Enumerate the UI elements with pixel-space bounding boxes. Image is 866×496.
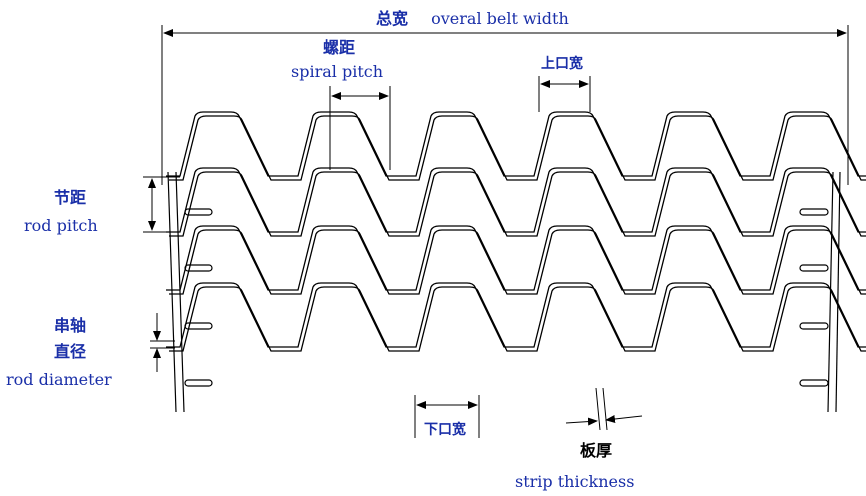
rod-pitch-label-cn: 节距 [54, 188, 87, 207]
belt-edge-1 [167, 171, 177, 413]
rod-end-2-right [799, 264, 829, 272]
rod-end-4-left [184, 379, 213, 387]
rod-diameter-dimension [150, 313, 175, 372]
spiral-pitch-label-cn: 螺距 [323, 38, 356, 57]
belt-edge-4 [835, 171, 841, 413]
strip-thickness-label-cn: 板厚 [580, 441, 613, 460]
belt-row-2-strip-1 [166, 167, 866, 233]
belt-row-1-strip-2 [169, 115, 866, 181]
belt-row-1-strip-1 [166, 111, 866, 177]
rod-end-4-right [799, 379, 829, 387]
belt-row-2-strip-2 [169, 171, 866, 237]
overall-width-dimension [161, 25, 849, 185]
rod-end-2-left [184, 264, 213, 272]
rod-end-1-left [184, 208, 213, 216]
strip-thickness-dimension [565, 387, 643, 431]
rod-end-3-left [184, 322, 213, 330]
belt-row-3-strip-2 [169, 229, 866, 295]
upper-width-label: 上口宽 [541, 56, 583, 72]
rod-diameter-label-cn2: 直径 [54, 342, 87, 361]
rod-end-1-right [799, 208, 829, 216]
overall-width-label-cn: 总宽 [376, 9, 409, 28]
lower-width-label: 下口宽 [424, 422, 466, 438]
belt-row-3-strip-1 [166, 225, 866, 291]
connecting-rods [167, 171, 841, 413]
belt-row-4-strip-1 [166, 282, 866, 348]
spiral-pitch-dimension [329, 86, 391, 170]
rod-diameter-label-cn1: 串轴 [54, 316, 87, 335]
rod-end-3-right [799, 322, 829, 330]
belt-edge-3 [827, 171, 834, 413]
belt-row-4-strip-2 [169, 286, 866, 352]
spiral-pitch-label-en: spiral pitch [291, 62, 384, 81]
rod-pitch-dimension [143, 176, 180, 233]
belt-rows [166, 111, 866, 352]
belt-edge-2 [175, 171, 185, 413]
rod-diameter-label-en: rod diameter [6, 370, 112, 389]
lower-width-dimension [414, 395, 480, 438]
overall-width-label-en: overal belt width [431, 9, 569, 28]
strip-thickness-label-en: strip thickness [515, 472, 635, 491]
upper-width-dimension [538, 76, 591, 112]
rod-pitch-label-en: rod pitch [24, 216, 98, 235]
